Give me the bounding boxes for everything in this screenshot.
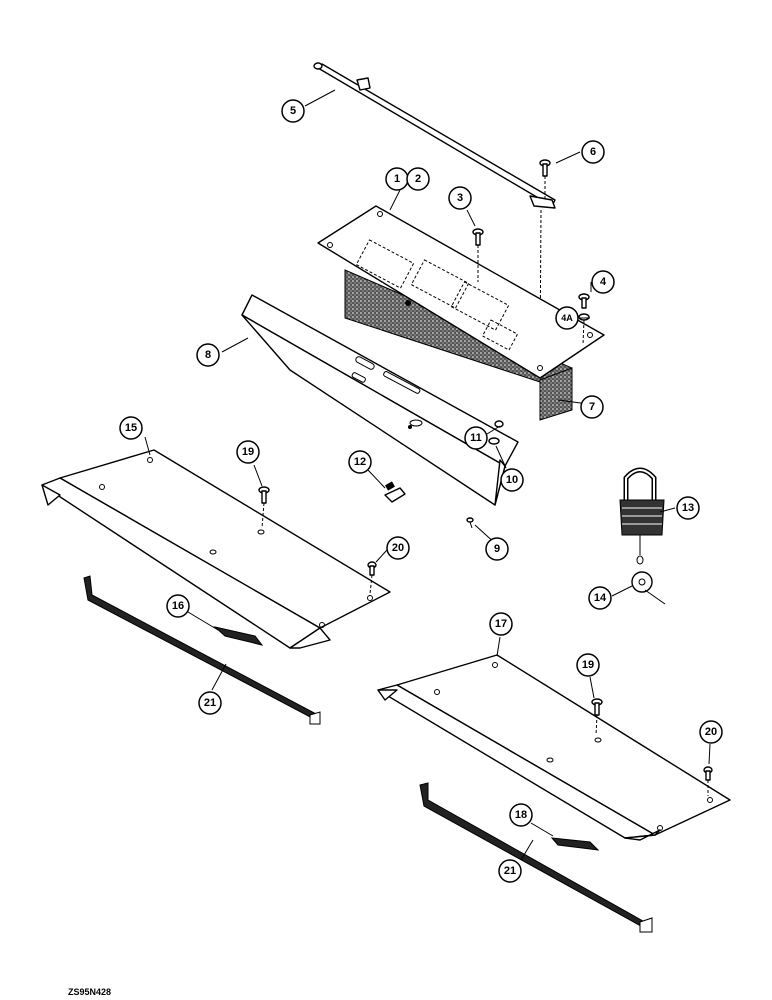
callout-14-label: 14 bbox=[594, 592, 607, 604]
callout-21-left-label: 21 bbox=[204, 697, 216, 709]
callout-16: 16 bbox=[166, 594, 190, 618]
floor-panel-right-part bbox=[377, 654, 731, 841]
callout-3: 3 bbox=[448, 186, 472, 210]
callout-20-right-label: 20 bbox=[705, 726, 717, 738]
callout-11-label: 11 bbox=[470, 432, 482, 444]
callout-1: 1 bbox=[385, 167, 409, 191]
callout-1-label: 1 bbox=[394, 173, 400, 185]
seal-18-part bbox=[550, 837, 600, 851]
callout-6: 6 bbox=[581, 140, 605, 164]
callout-17: 17 bbox=[489, 612, 513, 636]
screw-19-right-part bbox=[591, 698, 603, 736]
callout-20-left: 20 bbox=[386, 536, 410, 560]
front-panel-part bbox=[241, 294, 519, 506]
callout-6-label: 6 bbox=[590, 146, 596, 158]
callout-10: 10 bbox=[500, 468, 524, 492]
callout-15: 15 bbox=[119, 416, 143, 440]
callout-11: 11 bbox=[464, 426, 488, 450]
callout-16-label: 16 bbox=[172, 600, 184, 612]
support-bar-part bbox=[313, 62, 556, 209]
callout-14: 14 bbox=[588, 586, 612, 610]
callout-13-label: 13 bbox=[682, 502, 694, 514]
callout-3-label: 3 bbox=[457, 192, 463, 204]
callout-19-right-label: 19 bbox=[582, 659, 594, 671]
callout-12-label: 12 bbox=[354, 456, 366, 468]
callout-20-right: 20 bbox=[699, 720, 723, 744]
callout-18-label: 18 bbox=[515, 809, 527, 821]
callout-21-left: 21 bbox=[198, 691, 222, 715]
callout-13: 13 bbox=[676, 496, 700, 520]
callout-4a: 4A bbox=[555, 306, 579, 330]
callout-19-right: 19 bbox=[576, 653, 600, 677]
callout-18: 18 bbox=[509, 803, 533, 827]
callout-4a-label: 4A bbox=[561, 313, 573, 323]
screw-20-right-part bbox=[703, 766, 713, 796]
callout-7-label: 7 bbox=[589, 401, 595, 413]
callout-2-label: 2 bbox=[415, 173, 421, 185]
seal-16-part bbox=[213, 626, 264, 646]
rubber-strip-right-part bbox=[419, 782, 653, 933]
callout-2: 2 bbox=[406, 167, 430, 191]
callout-17-label: 17 bbox=[495, 618, 507, 630]
small-hardware-parts bbox=[466, 420, 504, 529]
callout-20-left-label: 20 bbox=[392, 542, 404, 554]
callout-8-label: 8 bbox=[205, 349, 211, 361]
rubber-strip-left-part bbox=[83, 575, 321, 725]
screw-20-left-part bbox=[367, 561, 377, 595]
drawing-code: ZS95N428 bbox=[68, 987, 112, 997]
callout-19-left: 19 bbox=[236, 440, 260, 464]
callout-8: 8 bbox=[196, 343, 220, 367]
callout-21-right: 21 bbox=[498, 859, 522, 883]
floor-panel-left-part bbox=[41, 449, 391, 649]
screw-6-part bbox=[539, 159, 551, 366]
screw-3-part bbox=[472, 228, 484, 282]
callout-10-label: 10 bbox=[506, 474, 518, 486]
callout-21-right-label: 21 bbox=[504, 865, 516, 877]
callout-19-left-label: 19 bbox=[242, 446, 254, 458]
key-part bbox=[384, 481, 406, 503]
callout-15-label: 15 bbox=[125, 422, 137, 434]
callout-7: 7 bbox=[580, 395, 604, 419]
callout-9: 9 bbox=[485, 537, 509, 561]
padlock-part bbox=[619, 467, 665, 555]
callout-4: 4 bbox=[591, 270, 615, 294]
screw-19-left-part bbox=[258, 486, 270, 529]
hasp-part bbox=[631, 555, 666, 605]
callout-12: 12 bbox=[348, 450, 372, 474]
callout-4-label: 4 bbox=[600, 276, 607, 288]
callout-9-label: 9 bbox=[494, 543, 500, 555]
callout-5-label: 5 bbox=[290, 105, 296, 117]
callout-5: 5 bbox=[281, 99, 305, 123]
cover-plate-part bbox=[317, 205, 605, 421]
